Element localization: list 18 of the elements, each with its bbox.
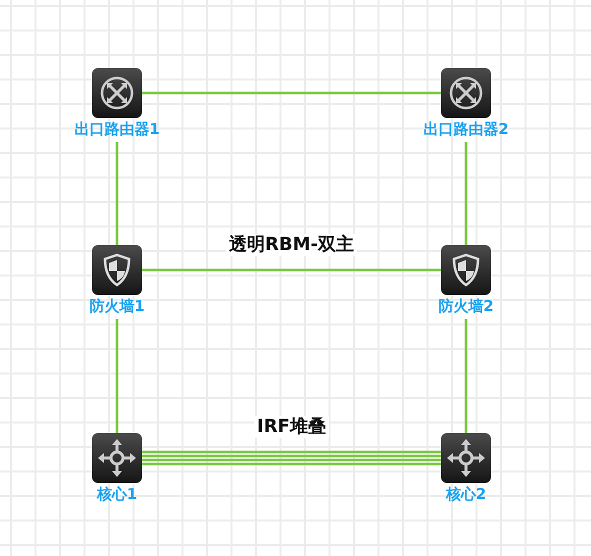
link-line: [464, 319, 468, 433]
edge-label: IRF堆叠: [254, 416, 329, 438]
link-line: [116, 142, 118, 245]
link-line: [142, 268, 441, 272]
link-line: [142, 454, 441, 458]
device-label: 防火墙2: [437, 297, 495, 315]
link-line: [116, 319, 118, 433]
device-label: 防火墙1: [88, 297, 146, 315]
device-label: 出口路由器2: [422, 120, 510, 138]
device-label: 核心1: [96, 485, 138, 503]
device-label: 核心2: [444, 485, 488, 503]
link-line: [142, 462, 441, 466]
link-line: [142, 458, 441, 462]
link-line: [142, 450, 441, 454]
link-line: [464, 142, 468, 245]
device-label: 出口路由器1: [73, 120, 161, 138]
edge-label: 透明RBM-双主: [226, 234, 357, 256]
link-line: [142, 92, 441, 94]
